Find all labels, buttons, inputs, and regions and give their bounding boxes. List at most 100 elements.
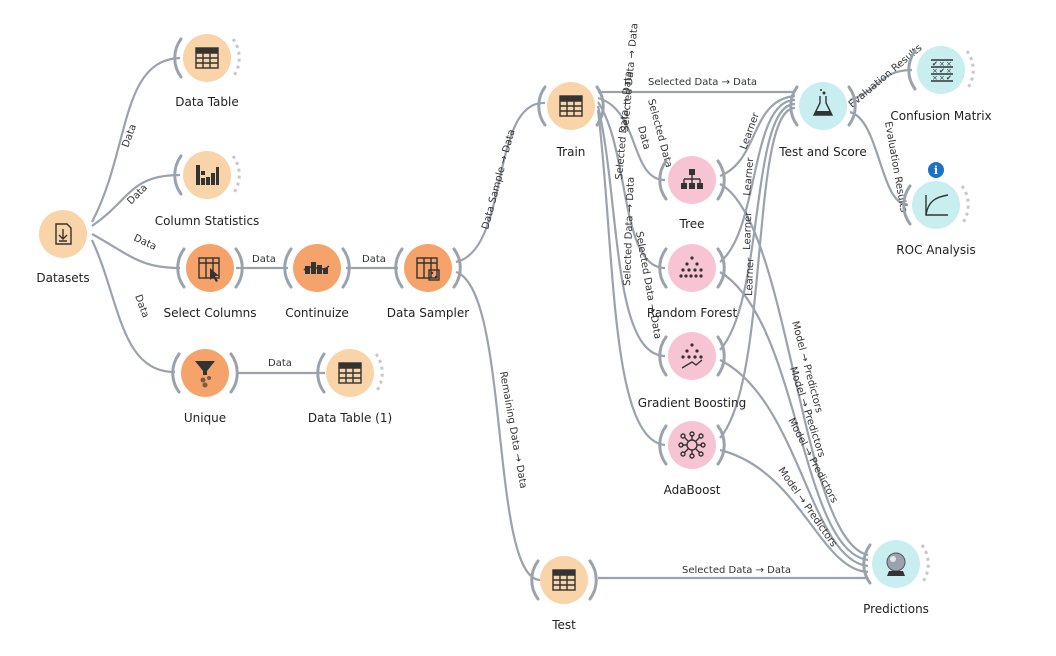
link-tree-learner[interactable] bbox=[719, 94, 796, 178]
svg-text:✔: ✔ bbox=[939, 67, 945, 75]
node-label: Unique bbox=[184, 411, 226, 425]
gradient-boosting-icon bbox=[681, 343, 703, 369]
link-train-ada[interactable] bbox=[596, 109, 666, 447]
node-label: Random Forest bbox=[647, 306, 738, 320]
link-train-tree[interactable] bbox=[597, 96, 666, 182]
node-random-forest[interactable]: Random Forest bbox=[647, 244, 738, 320]
svg-text:×: × bbox=[939, 60, 945, 68]
svg-text:×: × bbox=[932, 74, 938, 82]
info-badge-text: i bbox=[934, 164, 938, 177]
node-label: Data Table (1) bbox=[308, 411, 392, 425]
link-train-rf[interactable] bbox=[597, 101, 666, 270]
node-label: Column Statistics bbox=[155, 214, 260, 228]
node-roc-analysis[interactable]: i ROC Analysis bbox=[896, 162, 976, 257]
roc-curve-icon bbox=[925, 194, 949, 216]
info-icon[interactable]: i bbox=[928, 162, 944, 178]
node-label: Test bbox=[551, 618, 576, 632]
crystal-ball-icon bbox=[886, 552, 906, 576]
links bbox=[91, 56, 913, 582]
node-label: Data Sampler bbox=[387, 306, 469, 320]
flask-icon bbox=[812, 89, 834, 116]
link-gb-learner[interactable] bbox=[719, 102, 796, 351]
node-test[interactable]: Test bbox=[530, 556, 598, 632]
node-label: Data Table bbox=[175, 95, 239, 109]
node-label: Tree bbox=[678, 217, 704, 231]
label-selected-data-ada2: Selected Data → Data bbox=[633, 231, 663, 340]
label-learner-3: Learner bbox=[742, 211, 754, 250]
node-select-columns[interactable]: Select Columns bbox=[163, 244, 257, 320]
label-learner-1: Learner bbox=[738, 111, 762, 152]
node-tree[interactable]: Tree bbox=[658, 156, 726, 231]
link-ada-predictions[interactable] bbox=[719, 448, 869, 574]
label-selected-data-ada: Selected Data → Data bbox=[622, 177, 637, 286]
node-unique[interactable]: Unique bbox=[171, 349, 239, 425]
node-test-and-score[interactable]: Test and Score bbox=[778, 82, 867, 159]
link-rf-predictions[interactable] bbox=[719, 271, 869, 562]
label-data-6: Data bbox=[362, 254, 386, 265]
node-gradient-boosting[interactable]: Gradient Boosting bbox=[638, 332, 746, 410]
link-sampler-train[interactable] bbox=[455, 101, 546, 264]
label-data-5: Data bbox=[252, 254, 276, 265]
link-score-roc[interactable] bbox=[849, 110, 909, 207]
adaboost-icon bbox=[678, 431, 706, 459]
link-ada-learner[interactable] bbox=[719, 106, 796, 439]
node-label: Gradient Boosting bbox=[638, 396, 746, 410]
download-file-icon bbox=[55, 223, 72, 245]
link-score-confusion[interactable] bbox=[849, 68, 913, 102]
link-sampler-test[interactable] bbox=[455, 270, 541, 582]
link-datasets-unique[interactable] bbox=[91, 239, 176, 374]
svg-text:✔: ✔ bbox=[932, 60, 938, 68]
node-column-statistics[interactable]: Column Statistics bbox=[155, 151, 260, 228]
node-predictions[interactable]: Predictions bbox=[862, 540, 930, 616]
continuize-icon bbox=[303, 262, 330, 274]
node-label: Select Columns bbox=[163, 306, 256, 320]
random-forest-icon bbox=[679, 256, 703, 278]
table-icon bbox=[338, 362, 362, 384]
label-data-train: Data bbox=[635, 125, 652, 151]
node-label: Datasets bbox=[36, 271, 89, 285]
label-data-7: Data bbox=[268, 358, 292, 369]
link-datasets-select-columns[interactable] bbox=[91, 233, 181, 270]
tree-icon bbox=[681, 169, 703, 189]
node-continuize[interactable]: Continuize bbox=[283, 244, 351, 320]
node-label: ROC Analysis bbox=[896, 243, 975, 257]
link-datasets-data-table[interactable] bbox=[91, 56, 181, 223]
label-selected-data-top: Selected Data → Data bbox=[648, 77, 757, 88]
node-confusion-matrix[interactable]: ✔×× ×✔× ××✔ Confusion Matrix bbox=[890, 46, 992, 123]
table-icon bbox=[195, 47, 219, 69]
node-train[interactable]: Train bbox=[537, 82, 605, 159]
svg-text:✔: ✔ bbox=[946, 74, 952, 82]
node-label: Train bbox=[556, 145, 586, 159]
link-train-gb[interactable] bbox=[596, 105, 666, 358]
label-selected-data-test: Selected Data → Data bbox=[682, 565, 791, 576]
node-label: Test and Score bbox=[778, 145, 866, 159]
svg-text:×: × bbox=[939, 74, 945, 82]
node-label: Predictions bbox=[863, 602, 929, 616]
node-datasets[interactable]: Datasets bbox=[36, 210, 90, 285]
label-data-4: Data bbox=[132, 293, 151, 319]
node-label: Confusion Matrix bbox=[890, 109, 991, 123]
bar-chart-icon bbox=[196, 165, 219, 185]
node-adaboost[interactable]: AdaBoost bbox=[658, 421, 726, 497]
node-data-sampler[interactable]: Data Sampler bbox=[387, 244, 469, 320]
label-learner-2: Learner bbox=[742, 156, 756, 196]
node-label: AdaBoost bbox=[664, 483, 721, 497]
funnel-icon bbox=[195, 361, 215, 388]
label-learner-4: Learner bbox=[744, 257, 756, 296]
label-data-sample: Data Sample → Data bbox=[480, 128, 517, 231]
label-data-3: Data bbox=[132, 233, 158, 253]
data-sampler-icon bbox=[416, 257, 440, 281]
node-data-table-1[interactable]: Data Table (1) bbox=[308, 349, 392, 425]
node-data-table[interactable]: Data Table bbox=[173, 34, 241, 109]
node-label: Continuize bbox=[285, 306, 349, 320]
confusion-matrix-icon: ✔×× ×✔× ××✔ bbox=[931, 59, 953, 82]
link-rf-learner[interactable] bbox=[719, 98, 796, 263]
svg-text:×: × bbox=[932, 67, 938, 75]
link-gb-predictions[interactable] bbox=[719, 359, 869, 568]
table-icon bbox=[559, 95, 583, 117]
link-datasets-column-statistics[interactable] bbox=[91, 173, 181, 227]
svg-text:×: × bbox=[946, 67, 952, 75]
label-remaining-data: Remaining Data → Data bbox=[497, 371, 528, 490]
link-tree-predictions[interactable] bbox=[719, 183, 869, 557]
